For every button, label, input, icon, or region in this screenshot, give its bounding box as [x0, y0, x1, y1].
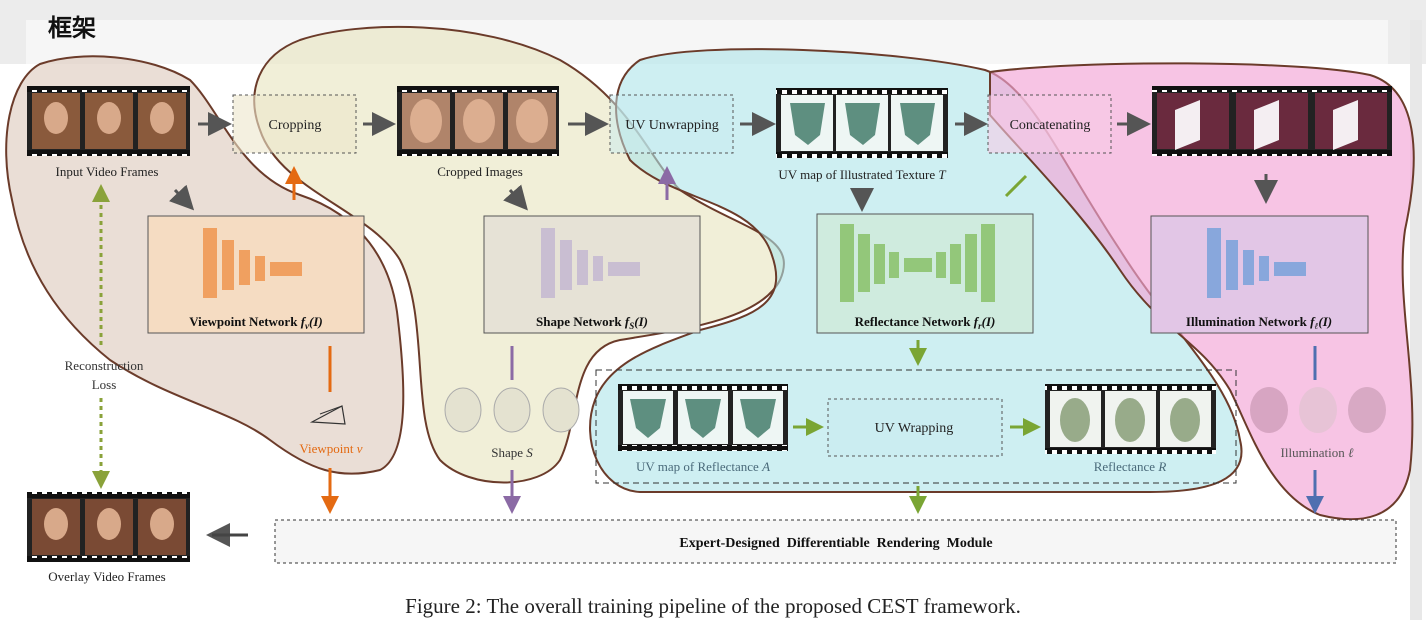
- concatenating-box: [987, 94, 1112, 154]
- recon-loss-label-2: Loss: [92, 377, 117, 392]
- illumination-network-label: Illumination Network fℓ(I): [1186, 314, 1332, 331]
- overlay-frames-strip: [27, 492, 190, 562]
- illumination-faces: [1250, 387, 1386, 433]
- reflectance-r-label: Reflectance R: [1094, 459, 1167, 474]
- shape-faces: [444, 387, 580, 433]
- cropping-box: [232, 94, 357, 154]
- uv-unwrapping-box: [609, 94, 734, 154]
- illumination-l-label: Illumination ℓ: [1281, 445, 1355, 460]
- shape-network-label: Shape Network fS(I): [536, 314, 648, 331]
- cropped-images-strip: [397, 86, 559, 156]
- rendering-module-box: [274, 519, 1397, 564]
- illumination-network-box: [1150, 215, 1369, 334]
- uv-reflectance-label: UV map of Reflectance A: [636, 459, 770, 474]
- uv-reflectance-strip: [618, 384, 788, 451]
- uv-wrapping-box: [827, 398, 1003, 457]
- input-frames-strip: [27, 86, 190, 156]
- uv-unwrapping-label: UV Unwrapping: [625, 118, 718, 133]
- uv-texture-strip: [776, 88, 948, 158]
- figure-caption: Figure 2: The overall training pipeline …: [405, 594, 1021, 618]
- uv-texture-label: UV map of Illustrated Texture T: [778, 167, 946, 182]
- overlay-frames-label: Overlay Video Frames: [48, 569, 165, 584]
- arrows: [168, 112, 1324, 547]
- shape-network-box: [483, 215, 701, 334]
- uv-wrapping-label: UV Wrapping: [875, 421, 954, 436]
- concatenating-label: Concatenating: [1010, 118, 1091, 133]
- input-frames-label: Input Video Frames: [56, 164, 159, 179]
- reflectance-strip: [1045, 384, 1216, 454]
- recon-loss-label-1: Reconstruction: [65, 358, 144, 373]
- concatenated-strip: [1152, 86, 1392, 156]
- reflectance-group: [595, 369, 1237, 484]
- rendering-module-label: Expert-Designed Differentiable Rendering…: [679, 536, 992, 551]
- viewpoint-network-box: [147, 215, 365, 334]
- reflectance-network-label: Reflectance Network fr(I): [855, 314, 996, 331]
- camera-icon: [309, 405, 346, 425]
- viewpoint-v-label: Viewpoint v: [299, 441, 362, 456]
- reflectance-network-box: [816, 213, 1034, 334]
- cropping-label: Cropping: [269, 118, 322, 133]
- page-heading: 框架: [48, 14, 96, 42]
- viewpoint-network-label: Viewpoint Network fv(I): [189, 314, 323, 331]
- shape-s-label: Shape S: [491, 445, 533, 460]
- cropped-images-label: Cropped Images: [437, 164, 523, 179]
